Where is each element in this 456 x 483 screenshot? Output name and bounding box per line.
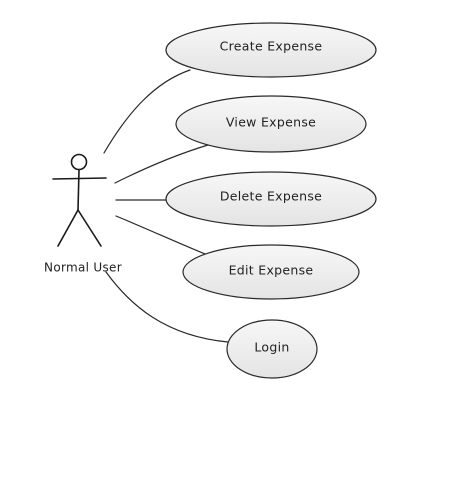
use-case-view-expense[interactable]: View Expense — [175, 95, 367, 153]
use-case-ellipse — [165, 22, 377, 78]
association-edit-expense — [115, 215, 211, 257]
use-case-label: View Expense — [226, 115, 316, 130]
actor-label: Normal User — [44, 261, 122, 275]
associations — [103, 69, 229, 343]
use-case-ellipse — [165, 171, 377, 227]
association-view-expense — [114, 144, 209, 184]
use-case-ellipse — [175, 95, 367, 153]
use-case-label: Edit Expense — [229, 263, 314, 278]
stick-figure-icon — [52, 153, 107, 247]
use-case-edit-expense[interactable]: Edit Expense — [182, 244, 360, 300]
use-case-label: Delete Expense — [220, 189, 322, 204]
use-case-create-expense[interactable]: Create Expense — [165, 22, 377, 78]
use-case-ellipse — [226, 319, 318, 379]
use-case-login[interactable]: Login — [226, 319, 318, 379]
association-login — [105, 271, 229, 343]
actor-normal-user[interactable]: Normal User — [44, 153, 122, 275]
use-case-ellipse — [182, 244, 360, 300]
use-case-label: Login — [254, 340, 289, 355]
association-create-expense — [103, 69, 191, 154]
use-case-delete-expense[interactable]: Delete Expense — [165, 171, 377, 227]
use-case-label: Create Expense — [220, 39, 323, 54]
